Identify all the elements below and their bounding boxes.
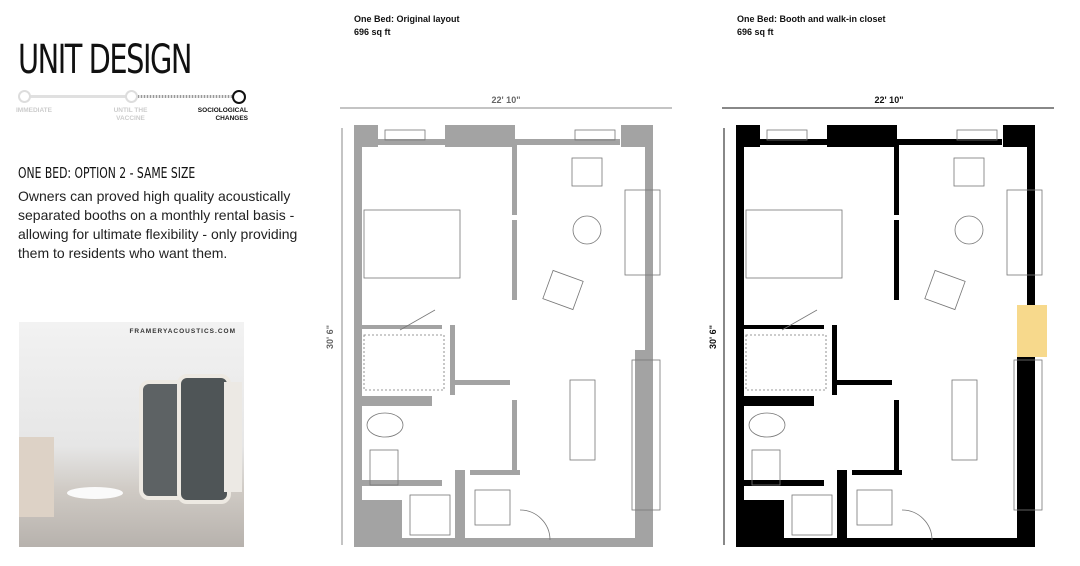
chair bbox=[924, 269, 966, 311]
section-heading: ONE BED: OPTION 2 - SAME SIZE bbox=[18, 164, 196, 182]
page-title: UNIT DESIGN bbox=[18, 37, 192, 83]
timeline-label: SOCIOLOGICAL CHANGES bbox=[197, 107, 248, 122]
chair bbox=[953, 157, 985, 187]
sofa bbox=[1006, 189, 1043, 276]
timeline-label: IMMEDIATE bbox=[16, 107, 52, 114]
door-swing bbox=[781, 309, 818, 331]
wall bbox=[744, 325, 824, 329]
booth-photo: FRAMERYACOUSTICS.COM bbox=[19, 322, 244, 547]
wall bbox=[837, 470, 847, 538]
plan-area: 696 sq ft bbox=[737, 27, 774, 37]
kitchen-counter bbox=[631, 359, 661, 511]
wall bbox=[837, 380, 857, 385]
wall bbox=[354, 125, 362, 547]
timeline-track bbox=[26, 95, 131, 98]
person-image bbox=[19, 437, 54, 517]
wall bbox=[744, 139, 834, 145]
width-dimension: 22' 10" bbox=[875, 95, 904, 105]
chair bbox=[542, 269, 584, 311]
floor-plan-original bbox=[340, 107, 672, 547]
shower bbox=[856, 489, 893, 526]
dining-table bbox=[954, 215, 984, 245]
section-body: Owners can proved high quality acoustica… bbox=[18, 188, 298, 261]
closet bbox=[363, 334, 445, 391]
timeline-label: UNTIL THE VACCINE bbox=[113, 107, 148, 122]
wall bbox=[645, 125, 653, 547]
wall bbox=[512, 220, 517, 300]
wall bbox=[362, 500, 402, 538]
door-swing bbox=[901, 509, 933, 541]
wall bbox=[894, 400, 899, 470]
wall bbox=[460, 139, 620, 145]
plan-title: One Bed: Booth and walk-in closet 696 sq… bbox=[737, 14, 886, 37]
wall bbox=[894, 220, 899, 300]
toilet bbox=[366, 412, 404, 438]
wall bbox=[470, 470, 520, 475]
window bbox=[956, 129, 998, 141]
height-dimension: 30' 6" bbox=[325, 325, 335, 349]
island bbox=[569, 379, 596, 461]
shower bbox=[474, 489, 511, 526]
wall bbox=[736, 538, 1035, 547]
sink bbox=[369, 449, 399, 486]
window bbox=[574, 129, 616, 141]
window bbox=[766, 129, 808, 141]
wall bbox=[362, 139, 452, 145]
door-swing bbox=[399, 309, 436, 331]
plan-area: 696 sq ft bbox=[354, 27, 391, 37]
wall bbox=[1017, 350, 1027, 538]
sofa bbox=[624, 189, 661, 276]
wall bbox=[852, 470, 902, 475]
door-swing bbox=[519, 509, 551, 541]
toilet bbox=[748, 412, 786, 438]
chair bbox=[571, 157, 603, 187]
wall bbox=[475, 380, 510, 385]
shower bbox=[409, 494, 451, 536]
width-dimension: 22' 10" bbox=[492, 95, 521, 105]
wall bbox=[512, 145, 517, 215]
closet bbox=[745, 334, 827, 391]
wall bbox=[842, 139, 1002, 145]
photo-caption: FRAMERYACOUSTICS.COM bbox=[129, 328, 236, 335]
island bbox=[951, 379, 978, 461]
wall bbox=[455, 380, 475, 385]
wall bbox=[362, 396, 432, 406]
wall bbox=[512, 400, 517, 470]
wall bbox=[362, 325, 442, 329]
wall bbox=[857, 380, 892, 385]
wall bbox=[362, 480, 442, 486]
bed bbox=[745, 209, 843, 279]
sink bbox=[751, 449, 781, 486]
height-dimension: 30' 6" bbox=[708, 325, 718, 349]
window bbox=[384, 129, 426, 141]
wall bbox=[894, 145, 899, 215]
timeline-dot bbox=[18, 90, 31, 103]
table-image bbox=[67, 487, 123, 499]
wall bbox=[635, 350, 645, 538]
wall bbox=[736, 125, 744, 547]
timeline-track bbox=[136, 95, 236, 98]
wall bbox=[744, 500, 784, 538]
wall bbox=[354, 538, 653, 547]
timeline-dot bbox=[125, 90, 138, 103]
wall bbox=[455, 470, 465, 538]
timeline-dot-active bbox=[232, 90, 246, 104]
bed bbox=[363, 209, 461, 279]
wall bbox=[744, 396, 814, 406]
dining-table bbox=[572, 215, 602, 245]
kitchen-counter bbox=[1013, 359, 1043, 511]
wall bbox=[832, 325, 837, 395]
timeline: IMMEDIATE UNTIL THE VACCINE SOCIOLOGICAL… bbox=[16, 89, 248, 129]
plan-title: One Bed: Original layout 696 sq ft bbox=[354, 14, 460, 37]
shower bbox=[791, 494, 833, 536]
floor-plan-booth bbox=[722, 107, 1054, 547]
wall bbox=[744, 480, 824, 486]
booth bbox=[1017, 305, 1047, 357]
wall bbox=[450, 325, 455, 395]
